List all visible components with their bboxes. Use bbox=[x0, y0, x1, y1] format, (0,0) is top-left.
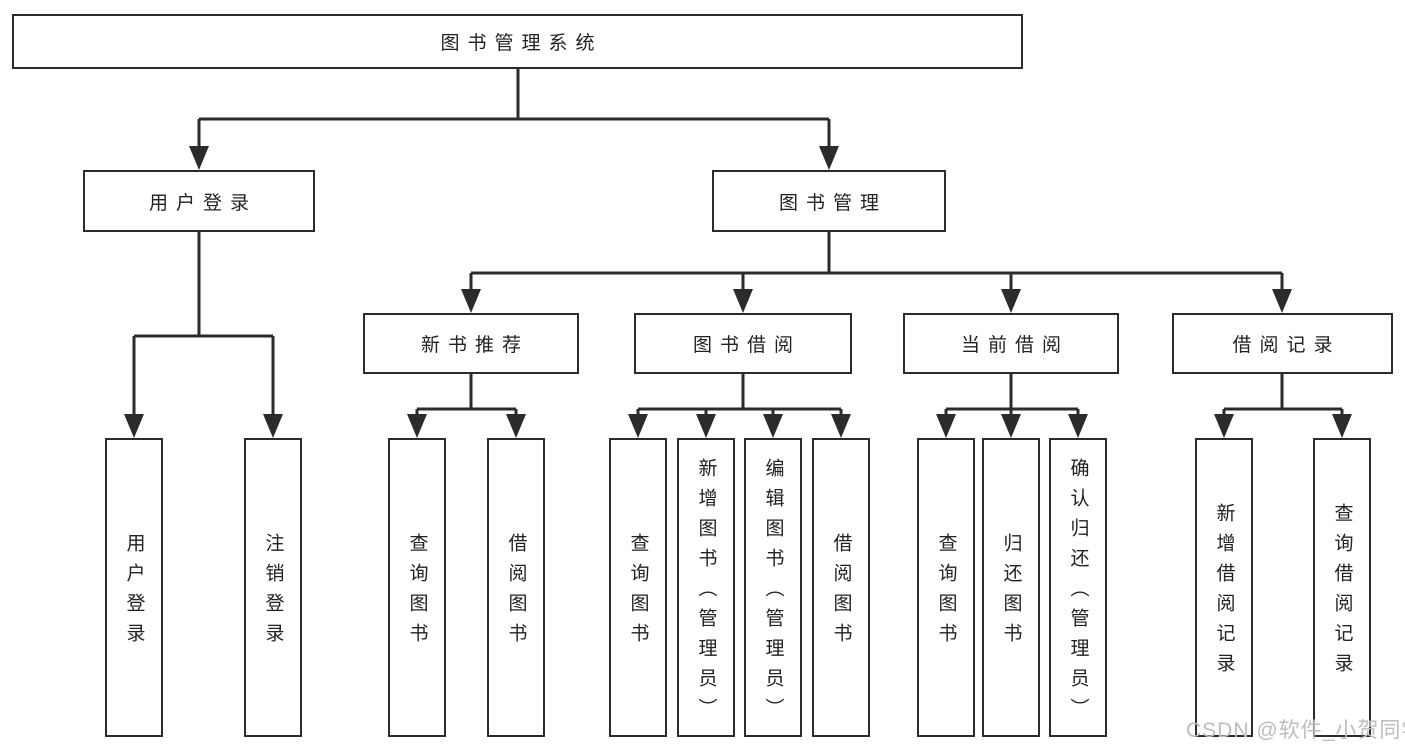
node-leaf-borrow-books-recommend: 借阅图书 bbox=[487, 438, 545, 737]
node-leaf-query-borrow-record-label: 查询借阅记录 bbox=[1331, 503, 1353, 683]
node-leaf-logout: 注销登录 bbox=[244, 438, 302, 737]
node-book-management-label: 图书管理 bbox=[778, 192, 887, 214]
node-new-book-recommend: 新书推荐 bbox=[363, 313, 579, 374]
node-leaf-add-borrow-record-label: 新增借阅记录 bbox=[1213, 503, 1235, 683]
node-current-borrowing-label: 当前借阅 bbox=[960, 335, 1069, 356]
node-leaf-query-books-recommend: 查询图书 bbox=[388, 438, 446, 737]
node-leaf-query-borrow-record: 查询借阅记录 bbox=[1313, 438, 1371, 737]
connector-root-to-level2 bbox=[189, 69, 839, 170]
node-leaf-confirm-return-admin: 确认归还（管理员） bbox=[1049, 438, 1107, 737]
node-leaf-edit-books-admin-label: 编辑图书（管理员） bbox=[762, 458, 784, 728]
node-leaf-borrow-books-recommend-label: 借阅图书 bbox=[505, 533, 527, 653]
connector-book-management-to-level3 bbox=[461, 232, 1292, 313]
node-leaf-query-books-current: 查询图书 bbox=[917, 438, 975, 737]
node-leaf-edit-books-admin: 编辑图书（管理员） bbox=[744, 438, 802, 737]
node-new-book-recommend-label: 新书推荐 bbox=[420, 335, 529, 356]
node-leaf-borrow-books-borrowing-label: 借阅图书 bbox=[830, 533, 852, 653]
node-user-login-label: 用户登录 bbox=[148, 192, 257, 214]
node-user-login: 用户登录 bbox=[83, 170, 315, 232]
connector-borrowing-records-to-leaves bbox=[1214, 374, 1352, 438]
connector-user-login-to-leaves bbox=[124, 232, 283, 438]
node-book-borrowing: 图书借阅 bbox=[634, 313, 852, 374]
node-borrowing-records-label: 借阅记录 bbox=[1232, 335, 1341, 356]
node-borrowing-records: 借阅记录 bbox=[1172, 313, 1393, 374]
connector-book-borrowing-to-leaves bbox=[628, 374, 851, 438]
node-leaf-return-books-label: 归还图书 bbox=[1000, 533, 1022, 653]
node-leaf-query-books-borrowing-label: 查询图书 bbox=[627, 533, 649, 653]
node-leaf-query-books-current-label: 查询图书 bbox=[935, 533, 957, 653]
node-leaf-borrow-books-borrowing: 借阅图书 bbox=[812, 438, 870, 737]
node-current-borrowing: 当前借阅 bbox=[903, 313, 1119, 374]
node-leaf-query-books-borrowing: 查询图书 bbox=[609, 438, 667, 737]
node-root: 图书管理系统 bbox=[12, 14, 1023, 69]
node-leaf-logout-label: 注销登录 bbox=[262, 533, 284, 653]
watermark-text: CSDN @软件_小贺同学 bbox=[1186, 719, 1405, 742]
node-book-management: 图书管理 bbox=[712, 170, 946, 232]
connector-new-book-recommend-to-leaves bbox=[407, 374, 526, 438]
node-leaf-user-login: 用户登录 bbox=[105, 438, 163, 737]
node-book-borrowing-label: 图书借阅 bbox=[692, 335, 801, 356]
node-leaf-add-borrow-record: 新增借阅记录 bbox=[1195, 438, 1253, 737]
node-leaf-add-books-admin-label: 新增图书（管理员） bbox=[695, 458, 717, 728]
node-leaf-confirm-return-admin-label: 确认归还（管理员） bbox=[1067, 458, 1089, 728]
node-leaf-return-books: 归还图书 bbox=[982, 438, 1040, 737]
node-leaf-query-books-recommend-label: 查询图书 bbox=[406, 533, 428, 653]
node-root-label: 图书管理系统 bbox=[440, 33, 603, 54]
node-leaf-add-books-admin: 新增图书（管理员） bbox=[677, 438, 735, 737]
node-leaf-user-login-label: 用户登录 bbox=[123, 533, 145, 653]
connector-current-borrowing-to-leaves bbox=[936, 374, 1088, 438]
